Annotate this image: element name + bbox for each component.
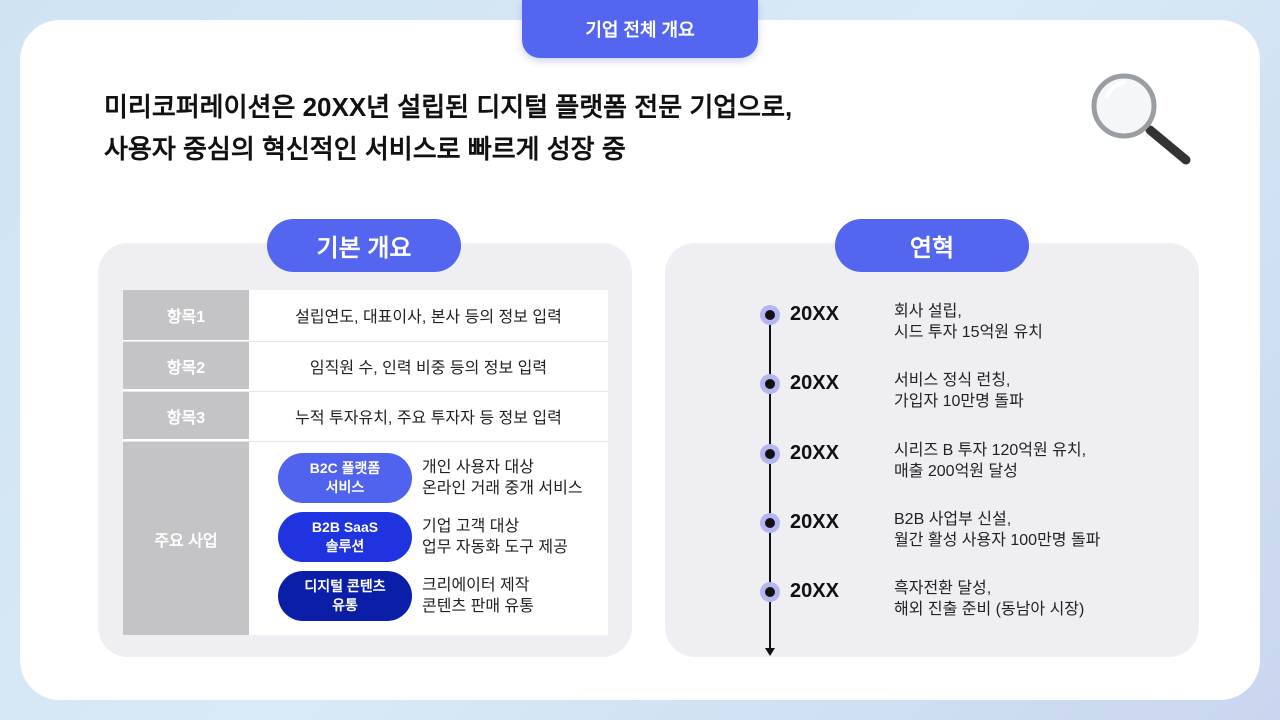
desc-line: 회사 설립, [894,303,962,320]
desc-line: 콘텐츠 판매 유통 [422,598,534,615]
business-name: B2C 플랫폼 [309,460,381,476]
desc-line: 크리에이터 제작 [422,577,530,594]
event-year: 20XX [790,303,839,325]
timeline-line [769,314,771,652]
desc-line: 온라인 거래 중개 서비스 [422,480,583,497]
timeline-dot-icon [760,513,780,533]
desc-line: 시리즈 B 투자 120억원 유치, [894,442,1087,459]
business-name: 디지털 콘텐츠 [304,578,386,594]
desc-line: 서비스 정식 런칭, [894,372,1011,389]
business-name: 서비스 [325,479,365,495]
desc-line: 기업 고객 대상 [422,518,520,535]
event-year: 20XX [790,511,839,533]
row-value: 임직원 수, 인력 비중 등의 정보 입력 [309,359,548,377]
timeline-dot-icon [760,444,780,464]
event-desc: 시리즈 B 투자 120억원 유치, 매출 200억원 달성 [894,440,1154,482]
row-value: 설립연도, 대표이사, 본사 등의 정보 입력 [295,309,562,326]
desc-line: B2B 사업부 신설, [894,511,1012,528]
event-desc: B2B 사업부 신설, 월간 활성 사용자 100만명 돌파 [894,509,1154,551]
business-name: B2B SaaS [311,519,379,535]
desc-line: 해외 진출 준비 (동남아 시장) [894,601,1085,618]
timeline-dot-icon [760,374,780,394]
event-desc: 서비스 정식 런칭, 가입자 10만명 돌파 [894,370,1154,412]
desc-line: 시드 투자 15억원 유치 [894,324,1043,341]
magnifier-icon [1091,73,1191,165]
row-label: 주요 사업 [123,442,249,635]
desc-line: 업무 자동화 도구 제공 [422,539,568,556]
table-row-business: 주요 사업 [123,441,608,635]
row-value: 누적 투자유치, 주요 투자자 등 정보 입력 [295,409,562,427]
desc-line: 매출 200억원 달성 [894,463,1018,480]
row-label: 항목2 [123,342,249,389]
timeline-arrow-icon [765,648,775,656]
desc-line: 가입자 10만명 돌파 [894,393,1024,410]
timeline-dot-icon [760,305,780,325]
desc-line: 월간 활성 사용자 100만명 돌파 [894,532,1101,549]
overview-table: 항목1 설립연도, 대표이사, 본사 등의 정보 입력 항목2 임직원 수, 인… [123,290,608,635]
event-desc: 회사 설립, 시드 투자 15억원 유치 [894,301,1154,343]
timeline-dot-icon [760,582,780,602]
desc-line: 흑자전환 달성, [894,580,992,597]
history-panel [665,243,1199,657]
headline-line-2: 사용자 중심의 혁신적인 서비스로 빠르게 성장 중 [104,134,626,164]
table-row: 항목1 설립연도, 대표이사, 본사 등의 정보 입력 [123,290,608,340]
business-pill: B2B SaaS 솔루션 [278,512,412,562]
business-name: 유통 [332,597,358,613]
headline-line-1: 미리코퍼레이션은 20XX년 설립된 디지털 플랫폼 전문 기업으로, [104,92,793,122]
section-tab: 기업 전체 개요 [522,0,758,58]
event-year: 20XX [790,580,839,602]
overview-title: 기본 개요 [267,219,461,272]
event-year: 20XX [790,442,839,464]
headline: 미리코퍼레이션은 20XX년 설립된 디지털 플랫폼 전문 기업으로, 사용자 … [104,86,792,170]
event-desc: 흑자전환 달성, 해외 진출 준비 (동남아 시장) [894,578,1154,620]
table-row: 항목3 누적 투자유치, 주요 투자자 등 정보 입력 [123,391,608,439]
table-row: 항목2 임직원 수, 인력 비중 등의 정보 입력 [123,341,608,389]
row-label: 항목1 [123,290,249,340]
history-title: 연혁 [835,219,1029,272]
row-label: 항목3 [123,392,249,439]
event-year: 20XX [790,372,839,394]
desc-line: 개인 사용자 대상 [422,459,534,476]
business-name: 솔루션 [325,538,365,554]
